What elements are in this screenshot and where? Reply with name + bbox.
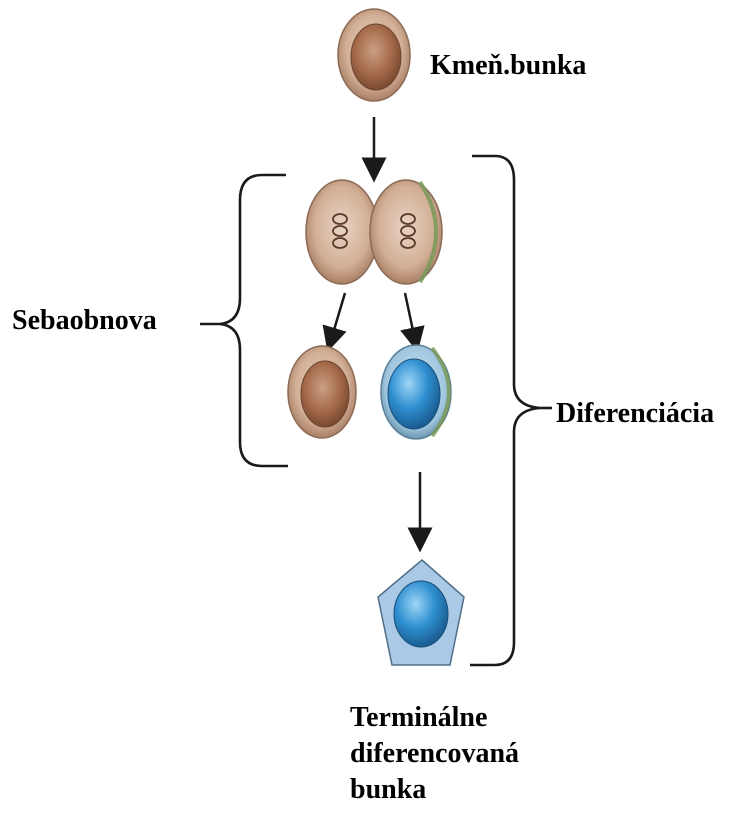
differentiation-bracket	[470, 156, 540, 665]
terminal-label-line-1: Terminálne	[350, 700, 519, 736]
arrow-to-progenitor	[405, 293, 415, 340]
stem-cell-icon	[338, 9, 410, 101]
terminal-label-line-3: bunka	[350, 772, 519, 808]
dividing-cell-icon	[306, 180, 442, 284]
self-renewal-label: Sebaobnova	[12, 305, 157, 337]
self-renewal-bracket	[220, 175, 288, 466]
terminal-cell-label: Terminálne diferencovaná bunka	[350, 700, 519, 808]
differentiation-label: Diferenciácia	[556, 398, 714, 430]
arrow-to-stem-daughter	[331, 293, 345, 340]
progenitor-cell-icon	[381, 345, 451, 439]
terminal-label-line-2: diferencovaná	[350, 736, 519, 772]
terminal-cell-icon	[378, 560, 464, 665]
stem-cell-label: Kmeň.bunka	[430, 50, 586, 82]
stem-daughter-cell-icon	[288, 346, 356, 438]
